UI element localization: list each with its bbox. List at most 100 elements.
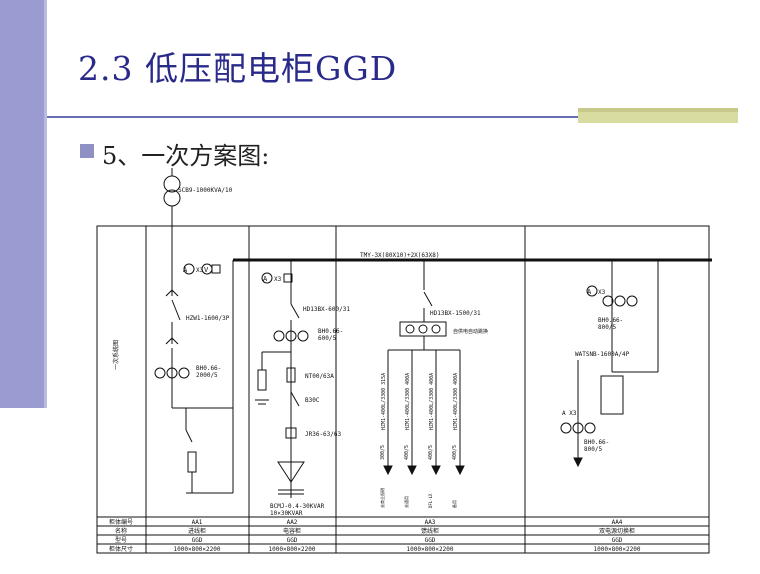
aa2-relay-label: JR36-63/63: [305, 431, 342, 438]
bullet-marker: [80, 144, 94, 158]
aa1-ct-2: [166, 367, 178, 379]
aa4-ct-bottom-1: [560, 422, 572, 434]
title-accent-bar: [578, 112, 738, 123]
table-aa2-model: GGD: [287, 537, 298, 544]
table-header-model: 型号: [115, 536, 127, 544]
aa2-ct-3: [297, 330, 309, 342]
aa3-load-4-label: 备用: [451, 500, 457, 508]
table-aa1-model: GGD: [192, 537, 203, 544]
table-aa3-size: 1000×800×2200: [407, 546, 454, 553]
aa1-ct-label: BH0.66-2000/5: [196, 365, 221, 379]
aa3-ct-2: [418, 324, 428, 334]
aa3-feeder-1-label: HZM1-400L/3300 315A: [381, 373, 387, 430]
title-accent-top: [578, 108, 738, 112]
aa1-arrester: [187, 451, 197, 473]
aa4-ct-top-3: [626, 295, 638, 307]
aa4-x3-label: X3: [598, 289, 606, 296]
aa2-meter-box: [283, 273, 293, 283]
slide-sidebar: [0, 0, 44, 408]
aa3-ct-3-label: 400/5: [428, 445, 434, 460]
aa4-ct-top-label: BH0.66-800/5: [598, 317, 623, 331]
aa4-ct-bottom-2: [572, 422, 584, 434]
transformer-label: SCB9-1000KVA/10: [178, 187, 233, 194]
table-aa3-name: 馈线柜: [421, 527, 439, 535]
aa2-switch-blade: [290, 303, 300, 319]
aa1-meter-box: [211, 264, 221, 274]
aa4-ats-body: [600, 375, 624, 415]
aa3-feeder-2-label: HZM1-400L/3300 400A: [405, 373, 411, 430]
aa3-auto-label: 自供电自动跳换: [453, 328, 488, 335]
aa3-ct-box: [399, 321, 447, 337]
aa3-load-3-label: DFL-LX: [428, 493, 433, 508]
aa3-ct-3: [431, 324, 441, 334]
aa2-fuse-label: NT00/63A: [305, 373, 334, 380]
table-header-id: 柜体编号: [109, 518, 133, 526]
aa4-ct-top-1: [602, 295, 614, 307]
aa1-ammeter-label: A: [183, 266, 188, 274]
aa3-feeder-4-label: HZM1-400L/3300 400A: [453, 373, 459, 430]
table-aa1-size: 1000×800×2200: [174, 546, 221, 553]
aa3-ct-2-label: 400/5: [404, 445, 410, 460]
aa4-ats-label: WATSNB-1600A/4P: [575, 351, 630, 358]
aa1-breaker-blade: [171, 299, 181, 321]
table-aa3-model: GGD: [425, 537, 436, 544]
aa4-ammeter: [586, 285, 598, 297]
aa3-load-2-label: 去通用: [403, 496, 409, 508]
slide-title: 2.3 低压配电柜GGD: [78, 49, 398, 88]
aa2-relay: [285, 427, 297, 439]
aa1-voltmeter-label: V: [204, 266, 209, 274]
aa4-outgoing-arrow: [573, 457, 583, 468]
transformer-winding-1: [163, 175, 181, 193]
aa4-ct-bottom-label: BH0.66-800/5: [584, 439, 609, 453]
aa2-ct-label: BH0.66-600/5: [318, 328, 343, 342]
aa3-switch-label: HD13BX-1500/31: [430, 310, 481, 317]
table-aa4-size: 1000×800×2200: [594, 546, 641, 553]
title-rule: [47, 116, 578, 118]
aa4-ammeter-label: A: [587, 288, 592, 296]
aa2-arrester: [257, 369, 267, 391]
cabinet-table-grid: [96, 516, 710, 554]
aa2-contactor: [290, 391, 300, 407]
slide-sidebar-edge: [44, 0, 47, 408]
aa2-contactor-label: B30C: [305, 397, 320, 404]
table-aa4-name: 双电源切换柜: [599, 527, 635, 535]
aa1-x3-label: X3: [196, 267, 204, 274]
aa3-load-1-label: 去商业照明: [379, 488, 385, 508]
aa2-x3-label: X3: [274, 276, 282, 283]
aa3-ct-1: [405, 324, 415, 334]
table-header-size: 柜体尺寸: [109, 545, 133, 553]
aa1-ct-1: [154, 367, 166, 379]
aa3-ct-1-label: 300/5: [380, 445, 386, 460]
table-aa4-model: GGD: [612, 537, 623, 544]
table-aa3-id: AA3: [425, 519, 436, 526]
table-header-name: 名称: [115, 527, 127, 535]
aa2-switch-label: HD13BX-600/31: [303, 306, 350, 313]
aa2-ct-2: [285, 330, 297, 342]
aa4-ct-bottom-3: [584, 422, 596, 434]
aa1-arrester-switch: [185, 429, 193, 443]
aa4-ct-top-2: [614, 295, 626, 307]
side-label: 一次系统图: [112, 340, 120, 370]
table-aa1-name: 进线柜: [188, 527, 206, 535]
table-aa2-size: 1000×800×2200: [269, 546, 316, 553]
aa2-ammeter-label: A: [263, 275, 268, 283]
table-aa2-name: 电容柜: [283, 527, 301, 535]
aa1-breaker-top: [165, 289, 179, 297]
aa1-ammeter: [183, 263, 195, 275]
aa3-switch-blade: [423, 291, 433, 307]
aa3-feeder-branches: [383, 350, 465, 476]
aa4-side-x3-label: A X3: [562, 410, 577, 417]
busbar-label: TMY-3X(80X10)+2X(63X8): [360, 252, 439, 259]
aa3-feeder-3-label: HZM1-400L/3300 400A: [429, 373, 435, 430]
table-aa1-id: AA1: [192, 519, 203, 526]
aa1-breaker-label: HZW1-1600/3P: [186, 315, 230, 322]
aa1-ct-3: [178, 367, 190, 379]
table-aa4-id: AA4: [612, 519, 623, 526]
table-aa2-id: AA2: [287, 519, 298, 526]
aa2-ct-1: [273, 330, 285, 342]
bullet-text: 5、一次方案图:: [102, 142, 270, 170]
aa2-capacitor-triangle: [277, 461, 305, 483]
aa3-ct-4-label: 400/5: [452, 445, 458, 460]
